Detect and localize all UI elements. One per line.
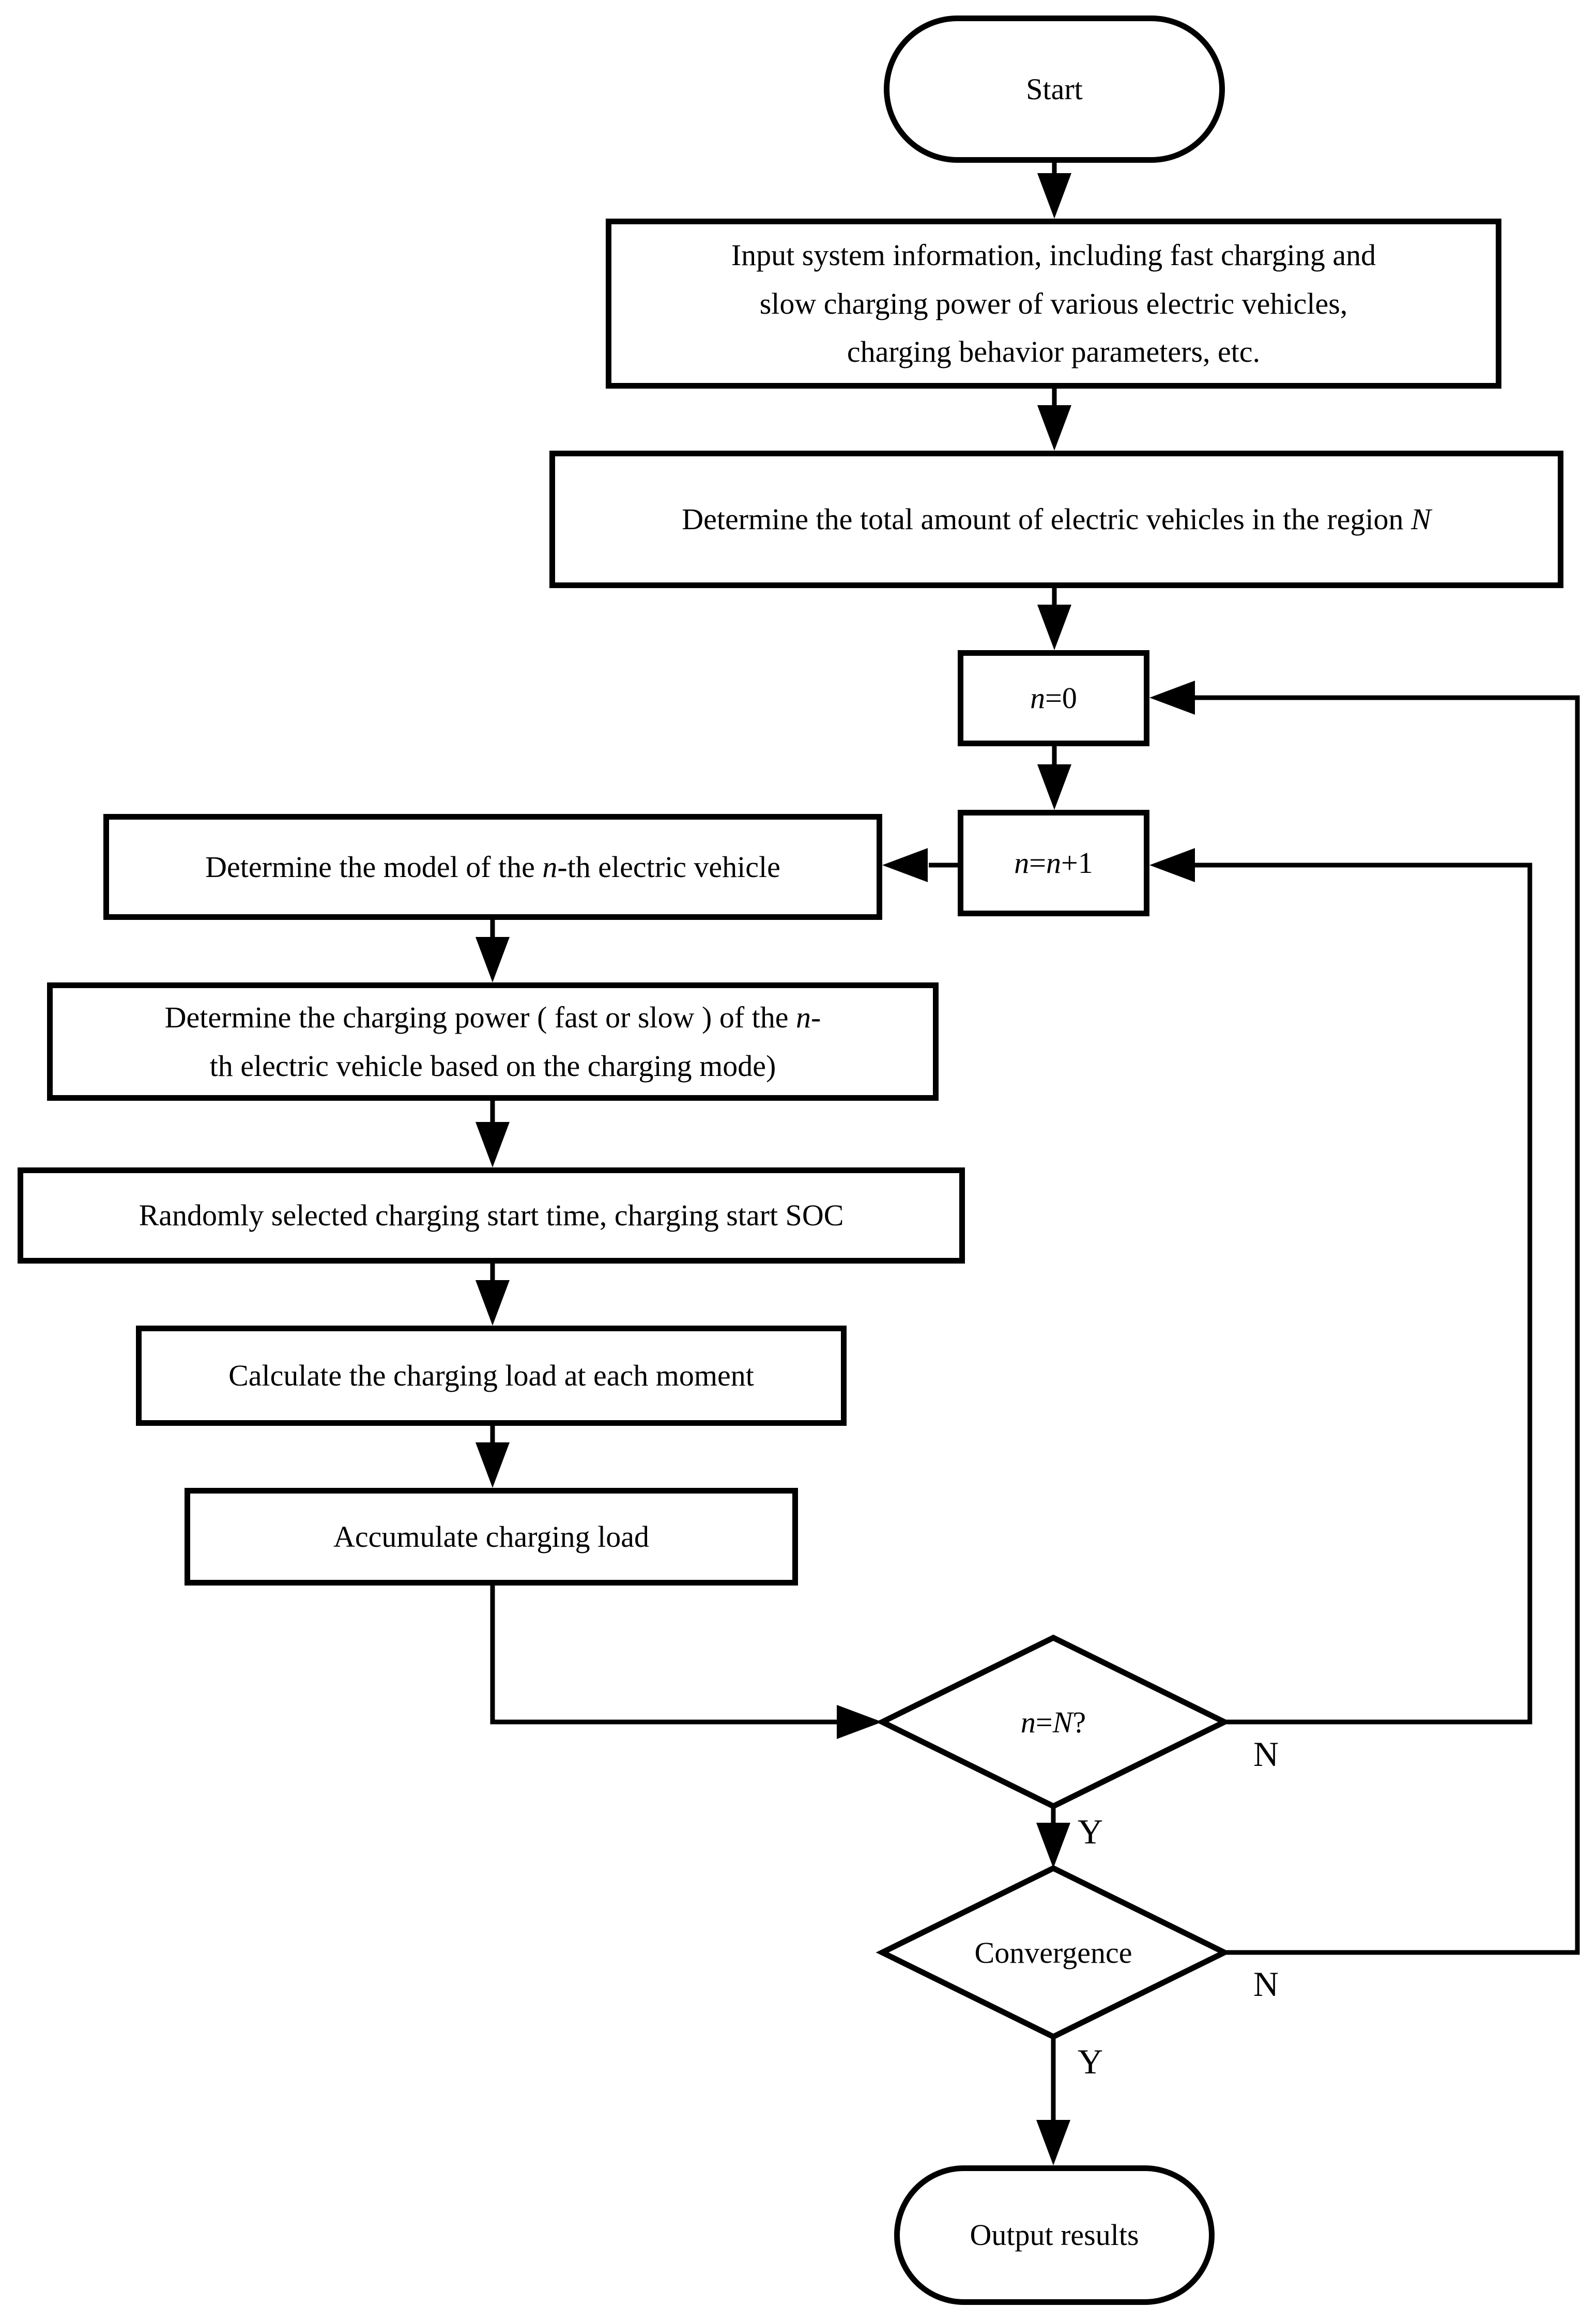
node-input-info-label: Input system information, including fast… [731, 238, 1376, 369]
edge-total-nzero [1037, 588, 1071, 650]
node-n-zero: n=0 [958, 650, 1149, 746]
edge-power-random [475, 1101, 510, 1167]
node-output-label: Output results [970, 2218, 1139, 2252]
label-check-n-no: N [1253, 1734, 1279, 1774]
node-power: Determine the charging power ( fast or s… [47, 982, 939, 1101]
node-total-ev: Determine the total amount of electric v… [549, 451, 1563, 588]
node-n-zero-label: n=0 [1030, 681, 1077, 715]
edge-nplusone-model [882, 848, 958, 882]
node-convergence-label: Convergence [974, 1935, 1132, 1970]
node-model-label: Determine the model of the n-th electric… [205, 850, 780, 884]
edge-calc-accumulate [475, 1426, 510, 1488]
node-model: Determine the model of the n-th electric… [103, 814, 882, 920]
node-calc-load-label: Calculate the charging load at each mome… [228, 1359, 754, 1393]
label-check-n-yes: Y [1078, 1812, 1103, 1851]
diamond-convergence [876, 1865, 1231, 2040]
node-check-n-label: n=N? [1020, 1705, 1086, 1739]
edge-checkn-yes [1036, 1806, 1070, 1868]
edge-convergence-yes [1036, 2037, 1070, 2165]
edge-random-calc [475, 1264, 510, 1326]
node-random-start-label: Randomly selected charging start time, c… [139, 1198, 844, 1233]
node-accumulate-label: Accumulate charging load [333, 1519, 649, 1553]
label-convergence-yes: Y [1078, 2042, 1103, 2081]
node-start: Start [884, 16, 1225, 163]
node-accumulate: Accumulate charging load [185, 1488, 798, 1586]
edge-convergence-no-loop [1149, 681, 1580, 1955]
node-total-ev-label: Determine the total amount of electric v… [682, 502, 1431, 536]
diamond-check-n [876, 1634, 1231, 1810]
node-input-info: Input system information, including fast… [606, 219, 1501, 389]
node-calc-load: Calculate the charging load at each mome… [136, 1326, 847, 1426]
edge-accumulate-checkn [490, 1586, 882, 1739]
edge-input-total [1037, 389, 1071, 451]
node-power-label: Determine the charging power ( fast or s… [164, 1000, 821, 1083]
edge-checkn-no-loop [1149, 848, 1532, 1725]
node-start-label: Start [1026, 72, 1083, 106]
node-output: Output results [894, 2165, 1215, 2305]
edge-nzero-nplusone [1037, 746, 1071, 810]
edge-model-power [475, 920, 510, 982]
edge-start-input [1037, 163, 1071, 219]
node-n-plus-one-label: n=n+1 [1014, 846, 1093, 880]
label-convergence-no: N [1253, 1964, 1279, 2004]
node-n-plus-one: n=n+1 [958, 810, 1149, 916]
node-random-start: Randomly selected charging start time, c… [18, 1167, 965, 1264]
